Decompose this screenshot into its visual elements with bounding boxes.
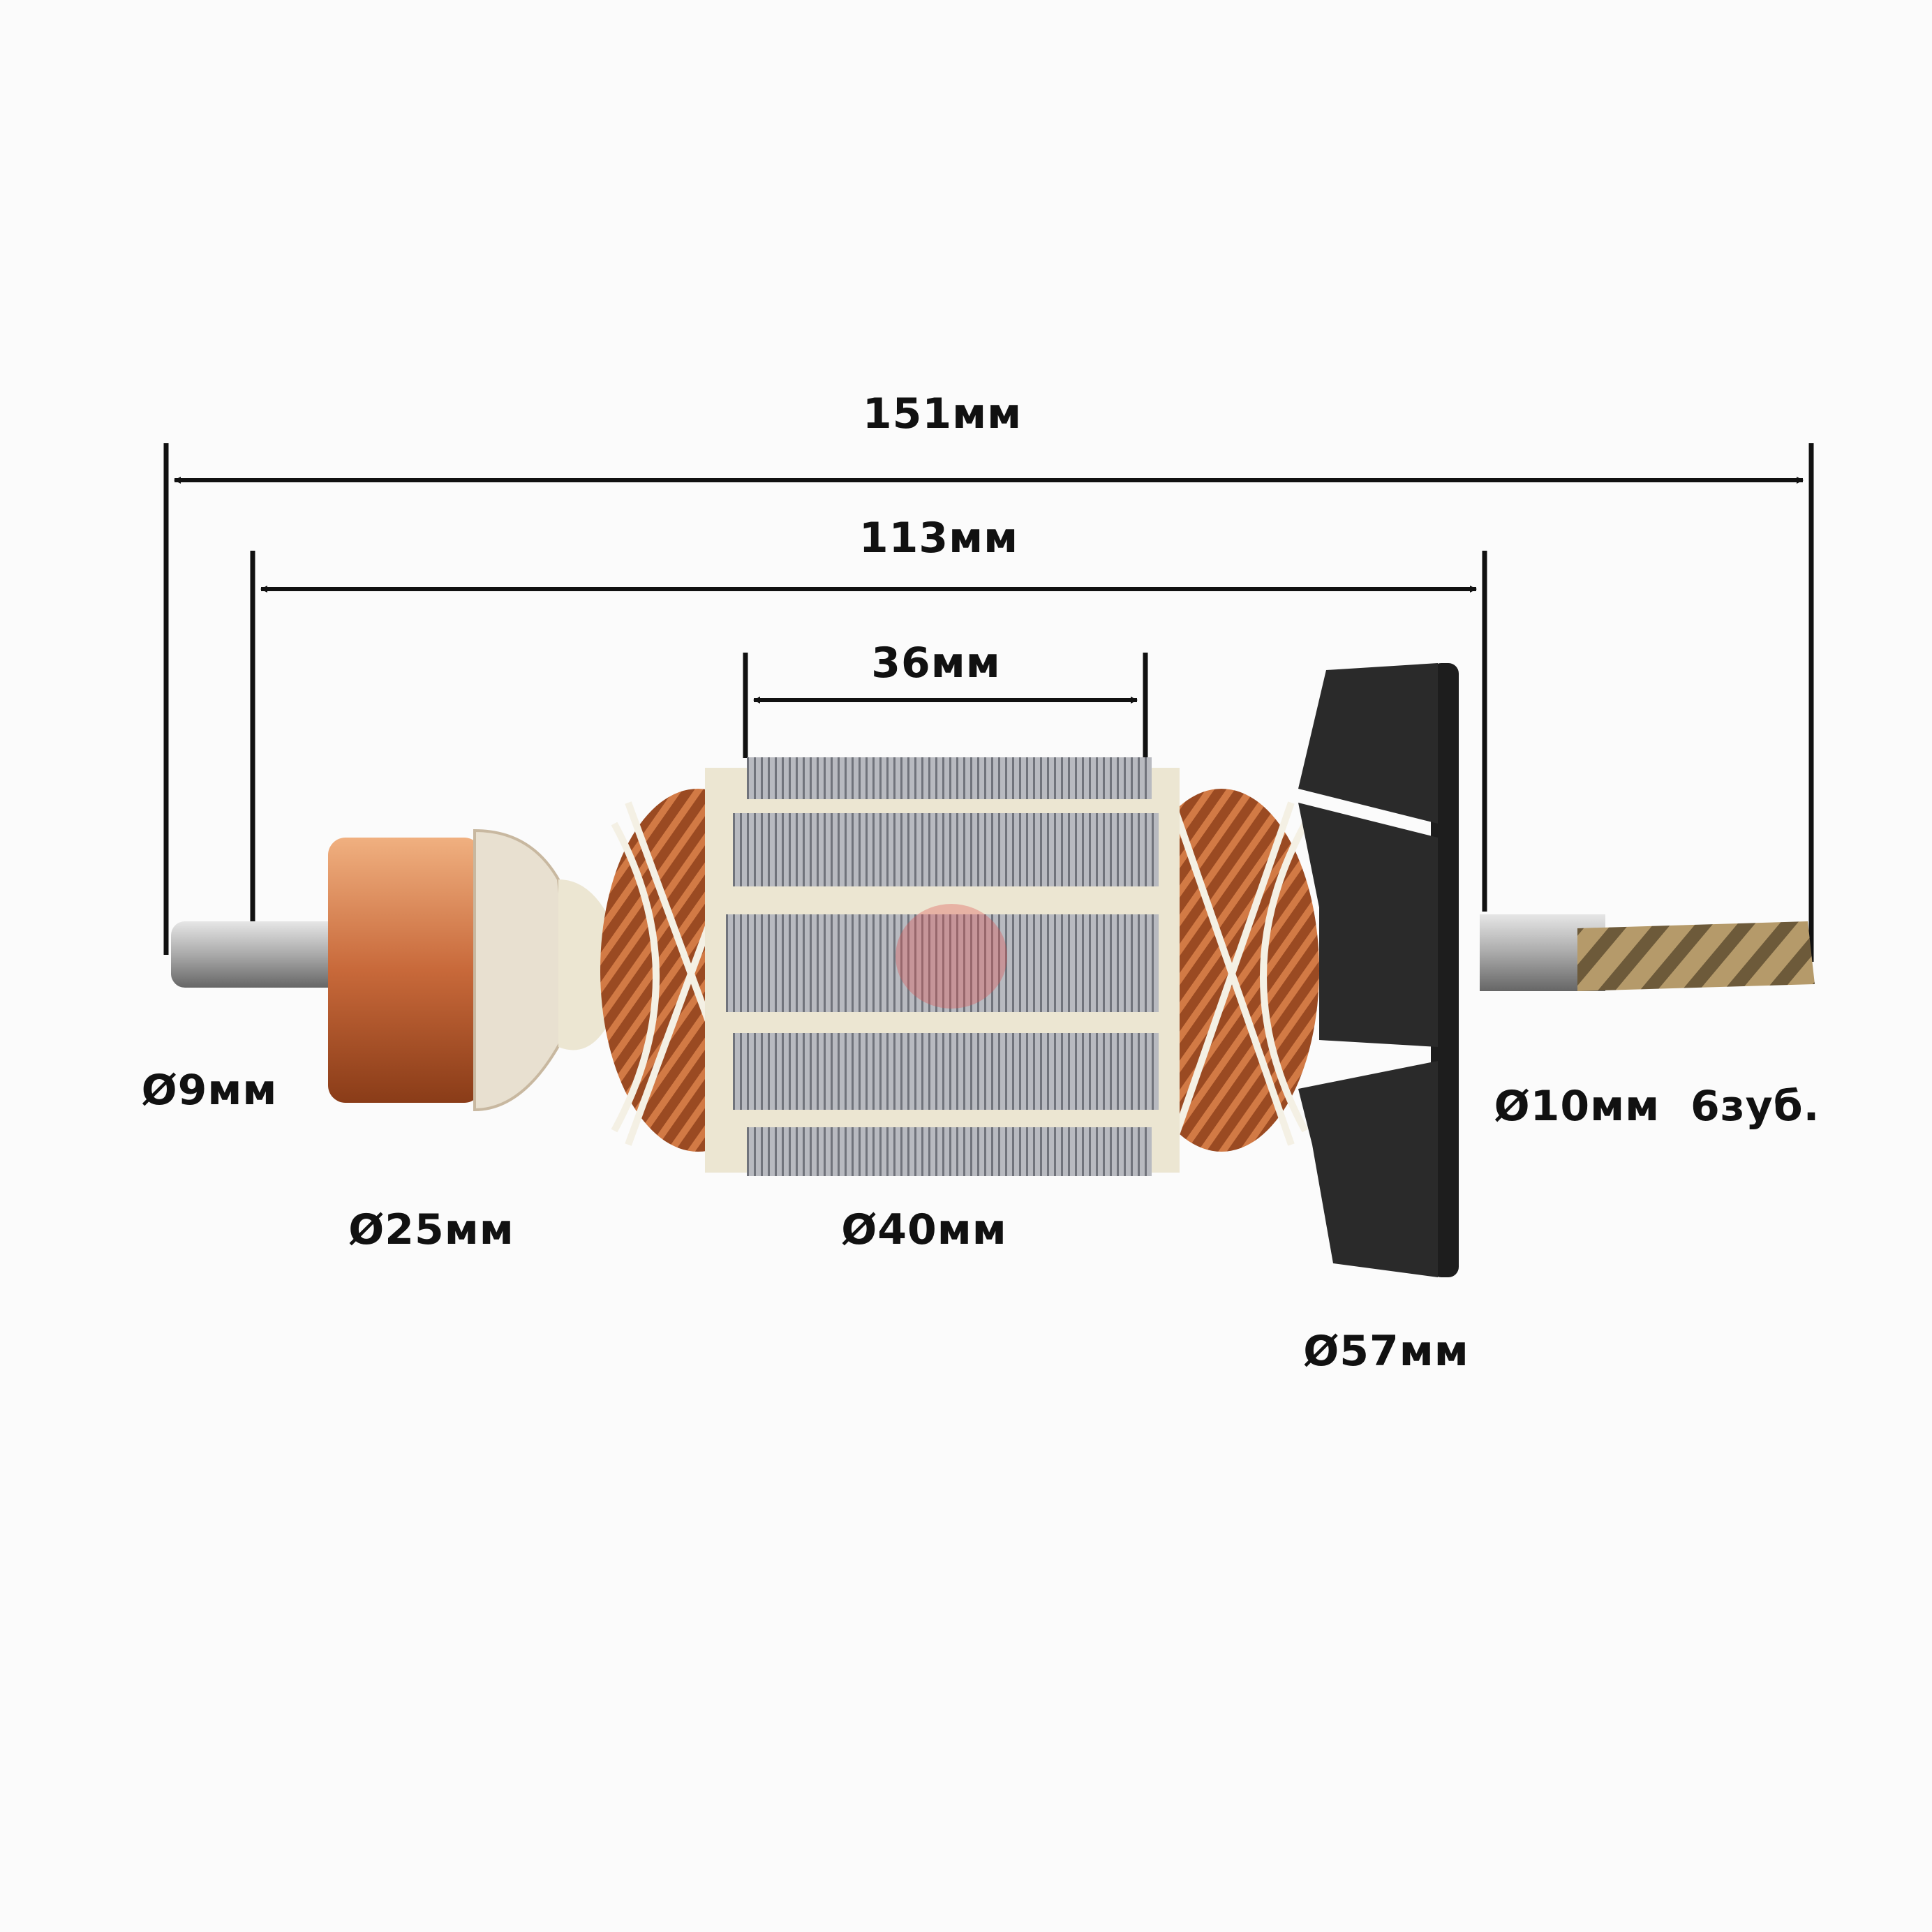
- cooling-fan: [1298, 663, 1459, 1277]
- bearing-span-label: 113мм: [859, 514, 1019, 563]
- watermark-logo: [896, 904, 1007, 1009]
- total-length-label: 151мм: [862, 389, 1023, 438]
- core-slots: [726, 757, 1159, 1176]
- commutator: [328, 838, 482, 1103]
- fan-diameter-label: Ø57мм: [1303, 1327, 1469, 1376]
- insulator-neck: [558, 879, 614, 1050]
- pinion-gear: [1577, 921, 1815, 991]
- rear-shaft: [171, 921, 352, 988]
- front-shaft-label: Ø10мм 6зуб.: [1494, 1082, 1820, 1131]
- commutator-diameter-label: Ø25мм: [348, 1205, 514, 1254]
- core-length-label: 36мм: [871, 639, 1001, 688]
- commutator-risers: [473, 828, 574, 1112]
- rear-shaft-diameter-label: Ø9мм: [141, 1066, 278, 1115]
- core-diameter-label: Ø40мм: [841, 1205, 1007, 1254]
- dimension-lines: [163, 443, 1814, 962]
